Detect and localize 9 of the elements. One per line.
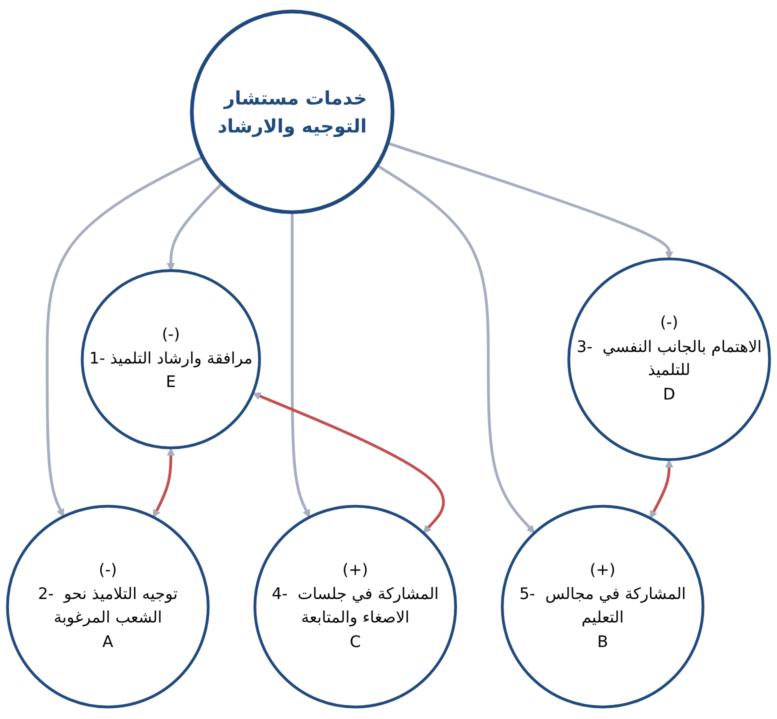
node-circle: خدمات مستشار التوجيه والارشاد xyxy=(190,10,394,214)
arrow xyxy=(166,182,223,272)
arrow xyxy=(376,164,535,534)
arrow xyxy=(290,212,310,518)
arrow xyxy=(252,392,445,534)
arrow xyxy=(650,460,674,519)
arrow xyxy=(387,142,674,260)
arrow xyxy=(153,448,175,518)
arrow xyxy=(46,156,204,518)
